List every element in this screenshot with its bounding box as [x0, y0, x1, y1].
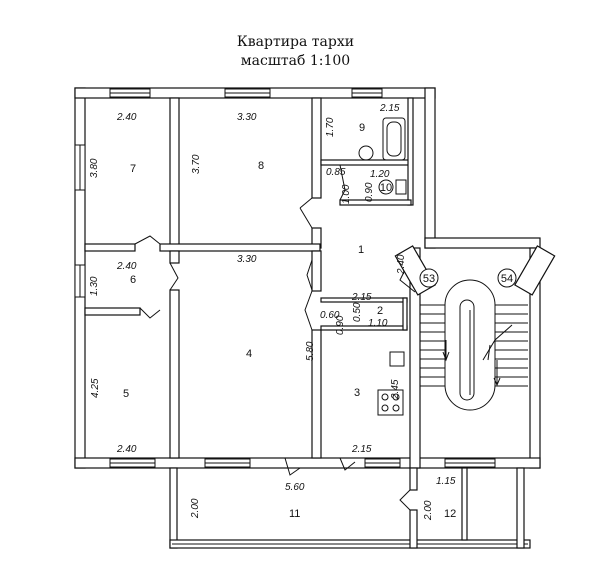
dim-room-9-height: 1.70 [325, 117, 336, 137]
dim-room-8-width: 3.30 [237, 112, 257, 123]
toilet-circle-icon [378, 179, 394, 195]
dim-room-2-height: 0.50 [352, 302, 363, 322]
dim-room-12-width: 1.15 [436, 476, 456, 487]
dim-room-8-height: 3.70 [191, 154, 202, 174]
windows [74, 88, 496, 468]
dim-room-3-height: 2.45 [390, 379, 401, 400]
room-2-label: 2 [377, 305, 383, 317]
room-5-label: 5 [123, 388, 129, 400]
dim-room-10-width: 1.20 [370, 169, 390, 180]
room-11-label: 11 [289, 508, 300, 520]
stove-icon [377, 389, 404, 416]
dim-room-7-width: 2.40 [116, 112, 137, 123]
room-1-label: 1 [358, 244, 364, 256]
dim-room-7-height: 3.80 [89, 158, 100, 178]
sink-icon [358, 145, 374, 161]
dim-room-12-height: 2.00 [423, 500, 434, 521]
stair-mark-53-label: 53 [423, 273, 435, 285]
balcony [169, 467, 531, 549]
dim-room-11-width: 5.60 [285, 482, 305, 493]
room-7-label: 7 [130, 163, 136, 175]
fixtures: 10 [358, 117, 407, 416]
room-6-label: 6 [130, 274, 136, 286]
room-8-label: 8 [258, 160, 264, 172]
bathtub-icon [382, 117, 406, 161]
dim-room-9-width: 2.15 [379, 103, 400, 114]
dim-room-2-width2: 1.10 [368, 318, 388, 329]
dim-room-5-width: 2.40 [116, 444, 137, 455]
room-4-label: 4 [246, 348, 252, 360]
dim-room-4-height: 5.80 [305, 341, 316, 361]
dim-corridor-width: 0.85 [326, 167, 346, 178]
dim-room-2-side1: 0.90 [335, 315, 346, 335]
staircase: 53 54 [394, 245, 556, 411]
toilet-icon [395, 179, 407, 195]
plan-title: Квартира тархи [236, 34, 355, 50]
dim-room-2-width: 2.15 [351, 292, 372, 303]
room-labels: 7 8 9 1 6 2 4 3 5 11 12 [123, 122, 456, 520]
dim-room-6-width: 2.40 [116, 261, 137, 272]
stair-mark-53 [419, 268, 439, 288]
plan-scale: масштаб 1:100 [240, 53, 351, 69]
dim-wc-side: 1.00 [341, 184, 352, 204]
room-9-label: 9 [359, 122, 365, 134]
dim-room-6-height: 1.30 [89, 276, 100, 296]
dim-room-5-height: 4.25 [90, 378, 101, 398]
dim-room-10-height: 0.90 [364, 182, 375, 202]
stair-mark-54-label: 54 [501, 273, 513, 285]
room-12-label: 12 [444, 508, 456, 520]
room-3-label: 3 [354, 387, 360, 399]
dim-room-4-width: 3.30 [237, 254, 257, 265]
dim-room-11-height: 2.00 [190, 498, 201, 519]
dimensions: 2.40 3.80 3.30 3.70 2.15 1.70 1.20 0.90 … [89, 103, 456, 521]
kitchen-sink-icon [389, 351, 405, 367]
dim-room-2-side2: 0.60 [320, 310, 340, 321]
dim-room-3-width: 2.15 [351, 444, 372, 455]
stair-mark-54 [497, 268, 517, 288]
interior-walls [84, 97, 414, 459]
dim-room-1-height: 2.40 [396, 254, 407, 275]
room-10-label: 10 [380, 182, 392, 194]
